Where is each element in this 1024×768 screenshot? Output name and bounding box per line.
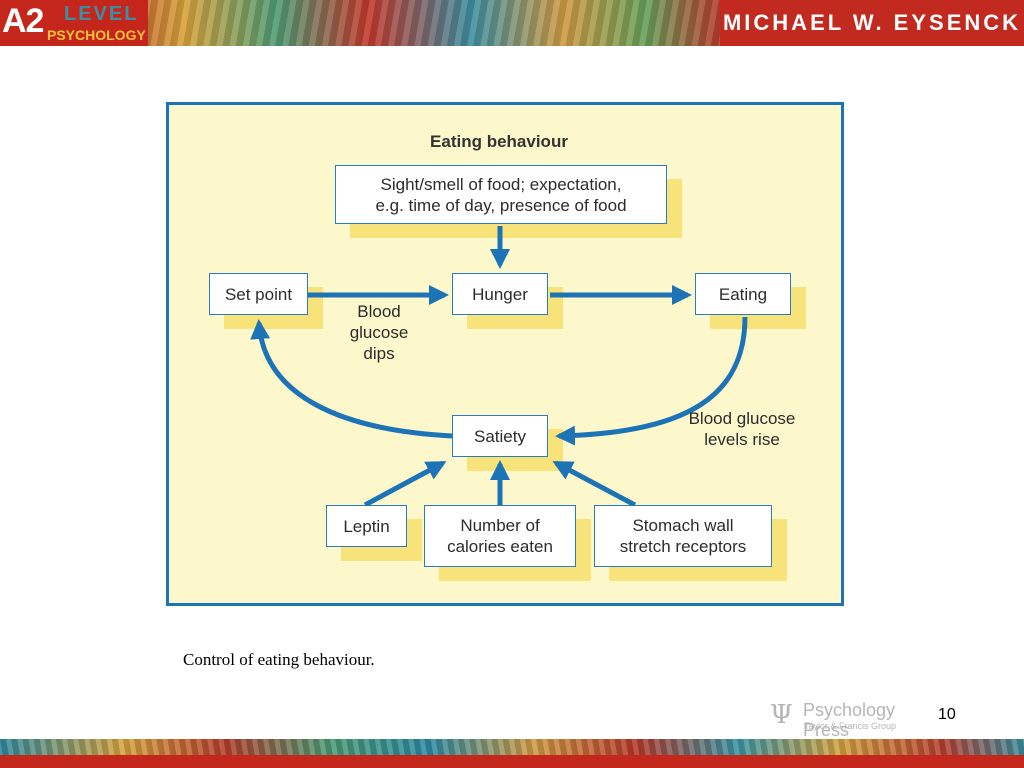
diagram-title: Eating behaviour — [430, 132, 568, 151]
node-stomach-wall-label: Stomach wall stretch receptors — [619, 516, 747, 556]
publisher-name: Psychology Press — [803, 700, 896, 740]
node-satiety: Satiety — [452, 415, 548, 457]
node-calories-eaten-label: Number of calories eaten — [447, 516, 553, 556]
eating-behaviour-diagram: Eating behaviour Sight/smell of food; ex… — [166, 102, 844, 606]
publisher-logo: Ψ Psychology Press Taylor & Francis Grou… — [770, 700, 945, 740]
node-sight-smell-label: Sight/smell of food; expectation, e.g. t… — [375, 174, 627, 215]
page-number: 10 — [938, 706, 956, 723]
node-eating-label: Eating — [718, 284, 768, 304]
node-eating: Eating — [695, 273, 791, 315]
psi-icon: Ψ — [770, 700, 793, 730]
node-set-point-label: Set point — [224, 284, 293, 304]
label-blood-glucose-dips: Blood glucose dips — [349, 302, 409, 363]
logo-a2-text: A2 — [2, 2, 44, 40]
node-leptin: Leptin — [326, 505, 407, 547]
author-banner: MICHAEL W. EYSENCK — [720, 0, 1024, 46]
footer-red-bar — [0, 755, 1024, 768]
node-leptin-label: Leptin — [343, 516, 390, 536]
arrow-leptin-to-satiety — [363, 460, 447, 508]
diagram-arrows — [250, 226, 748, 508]
header-banner: A2 LEVEL PSYCHOLOGY MICHAEL W. EYSENCK — [0, 0, 1024, 46]
node-stomach-wall: Stomach wall stretch receptors — [594, 505, 772, 567]
logo-level-text: LEVEL — [64, 3, 139, 25]
arrow-eating-to-satiety — [555, 316, 748, 446]
arrow-stomach-to-satiety — [552, 460, 637, 508]
publisher-subtitle: Taylor & Francis Group — [804, 721, 897, 731]
a2-level-psychology-logo: A2 LEVEL PSYCHOLOGY — [0, 0, 148, 46]
author-name: MICHAEL W. EYSENCK — [722, 10, 1022, 35]
label-blood-glucose-rise: Blood glucose levels rise — [688, 409, 796, 449]
node-hunger-label: Hunger — [472, 284, 528, 304]
node-hunger: Hunger — [452, 273, 548, 315]
arrow-satiety-to-setpoint — [250, 319, 453, 439]
figure-caption: Control of eating behaviour. — [183, 650, 375, 669]
logo-psychology-text: PSYCHOLOGY — [47, 27, 146, 43]
node-satiety-label: Satiety — [474, 426, 526, 446]
node-sight-smell: Sight/smell of food; expectation, e.g. t… — [335, 165, 667, 224]
node-calories-eaten: Number of calories eaten — [424, 505, 576, 567]
node-set-point: Set point — [209, 273, 308, 315]
